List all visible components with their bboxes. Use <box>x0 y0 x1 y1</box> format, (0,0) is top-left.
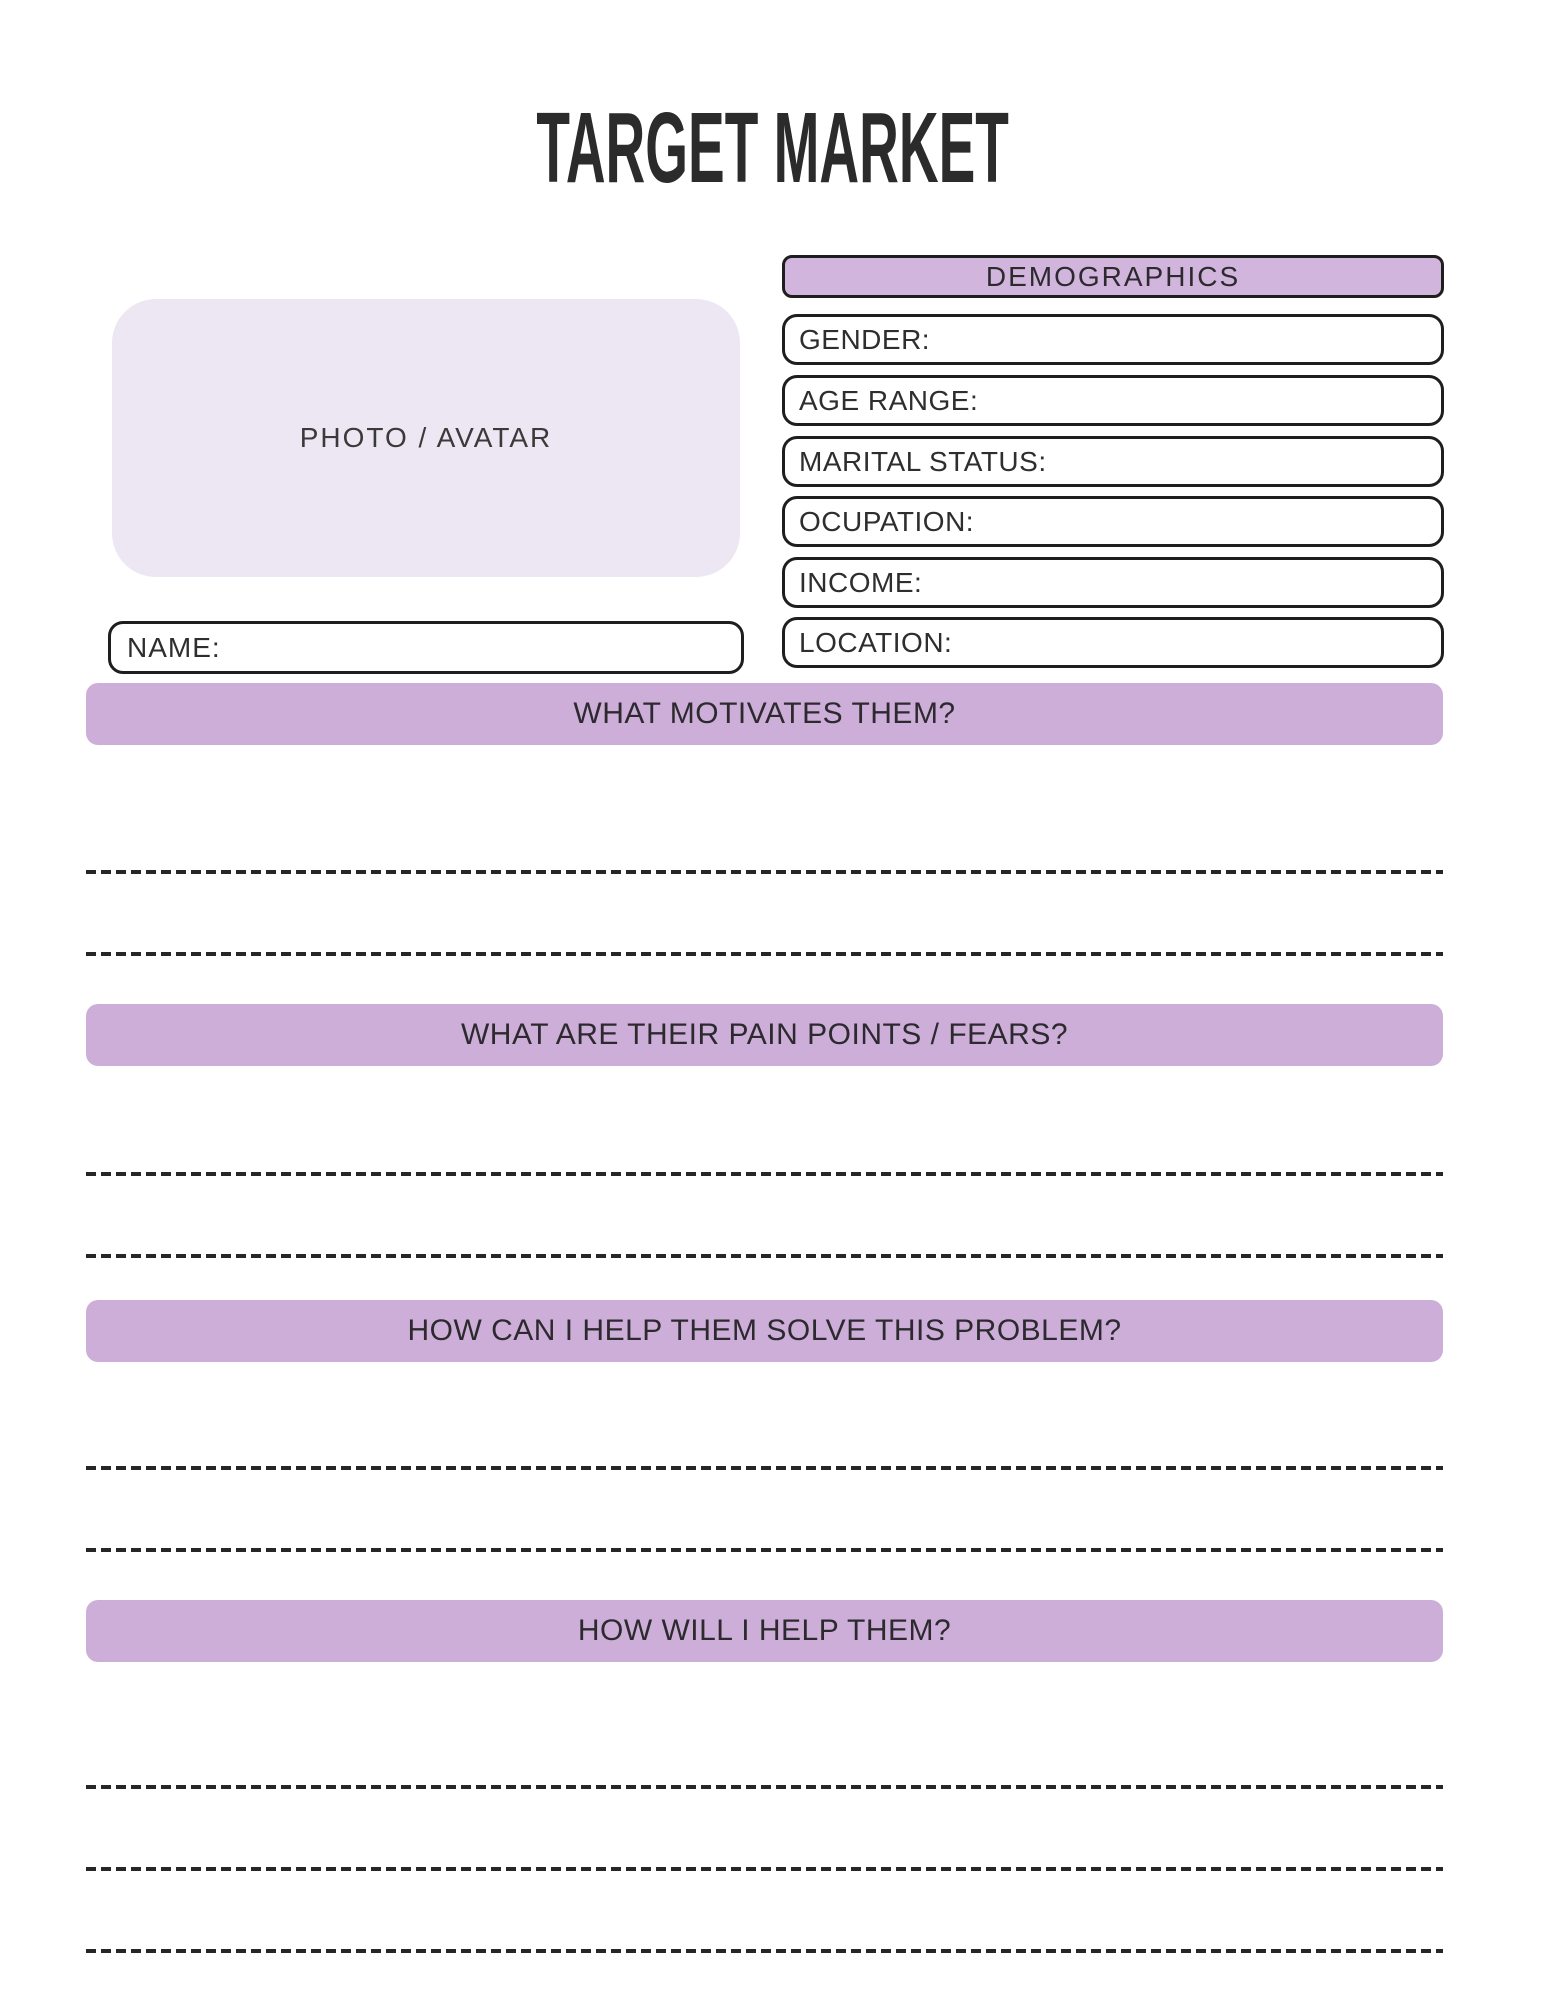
field-gender-label: GENDER: <box>799 323 931 355</box>
dashed-line <box>86 1172 1443 1176</box>
section-header-motivates: WHAT MOTIVATES THEM? <box>86 683 1443 745</box>
section-header-how-help-label: HOW WILL I HELP THEM? <box>577 1614 952 1647</box>
section-header-motivates-label: WHAT MOTIVATES THEM? <box>573 697 956 730</box>
field-occupation-label: OCUPATION: <box>799 505 975 537</box>
field-income[interactable]: INCOME: <box>782 557 1444 608</box>
dashed-line <box>86 1949 1443 1953</box>
section-pain-points: WHAT ARE THEIR PAIN POINTS / FEARS? <box>86 1004 1443 1338</box>
photo-avatar-label: PHOTO / AVATAR <box>299 422 553 453</box>
field-age-range[interactable]: AGE RANGE: <box>782 375 1444 426</box>
field-gender[interactable]: GENDER: <box>782 314 1444 365</box>
section-header-how-help: HOW WILL I HELP THEM? <box>86 1600 1443 1662</box>
field-location[interactable]: LOCATION: <box>782 617 1444 668</box>
section-solve-problem: HOW CAN I HELP THEM SOLVE THIS PROBLEM? <box>86 1300 1443 1634</box>
section-header-pain-points: WHAT ARE THEIR PAIN POINTS / FEARS? <box>86 1004 1443 1066</box>
section-header-solve-problem-label: HOW CAN I HELP THEM SOLVE THIS PROBLEM? <box>407 1314 1122 1347</box>
dashed-line <box>86 1254 1443 1258</box>
field-marital-status[interactable]: MARITAL STATUS: <box>782 436 1444 487</box>
field-location-label: LOCATION: <box>799 626 953 658</box>
demographics-header: DEMOGRAPHICS <box>782 255 1444 298</box>
name-field-label: NAME: <box>127 631 221 663</box>
section-header-solve-problem: HOW CAN I HELP THEM SOLVE THIS PROBLEM? <box>86 1300 1443 1362</box>
name-field[interactable]: NAME: <box>108 621 744 674</box>
photo-avatar-box[interactable]: PHOTO / AVATAR <box>112 299 740 577</box>
page-title-row: TARGET MARKET <box>0 98 1545 198</box>
field-occupation[interactable]: OCUPATION: <box>782 496 1444 547</box>
dashed-line <box>86 1548 1443 1552</box>
dashed-line <box>86 1466 1443 1470</box>
section-motivates: WHAT MOTIVATES THEM? <box>86 683 1443 1038</box>
dashed-line <box>86 1867 1443 1871</box>
page-title: TARGET MARKET <box>536 92 1009 204</box>
dashed-line <box>86 952 1443 956</box>
dashed-line <box>86 1785 1443 1789</box>
field-income-label: INCOME: <box>799 566 923 598</box>
demographics-header-label: DEMOGRAPHICS <box>985 260 1241 292</box>
field-marital-status-label: MARITAL STATUS: <box>799 445 1047 477</box>
section-how-help: HOW WILL I HELP THEM? <box>86 1600 1443 1953</box>
dashed-line <box>86 870 1443 874</box>
field-age-range-label: AGE RANGE: <box>799 384 979 416</box>
section-header-pain-points-label: WHAT ARE THEIR PAIN POINTS / FEARS? <box>460 1018 1069 1051</box>
